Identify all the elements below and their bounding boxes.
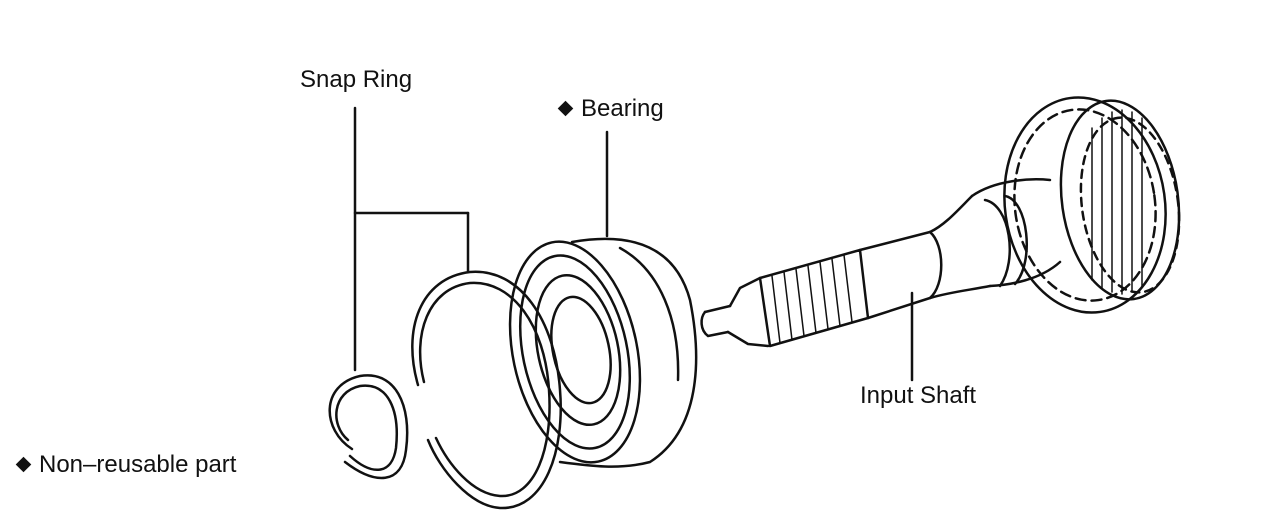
legend-diamond-icon — [15, 456, 32, 473]
snap-ring-leader-lines — [353, 106, 470, 372]
snap-ring-label: Snap Ring — [300, 68, 412, 92]
bearing-text: Bearing — [581, 95, 664, 122]
input-shaft-label: Input Shaft — [860, 384, 976, 408]
snap-ring-text: Snap Ring — [300, 66, 413, 93]
non-reusable-diamond-icon — [557, 100, 574, 117]
legend-text: Non–reusable part — [39, 451, 237, 478]
input-shaft — [700, 178, 1062, 348]
input-shaft-gear — [1003, 96, 1181, 314]
legend-label: Non–reusable part — [15, 451, 237, 478]
input-shaft-text: Input Shaft — [860, 382, 977, 409]
bearing — [508, 237, 698, 468]
small-snap-ring — [328, 374, 409, 480]
bearing-label: Bearing — [557, 95, 664, 122]
